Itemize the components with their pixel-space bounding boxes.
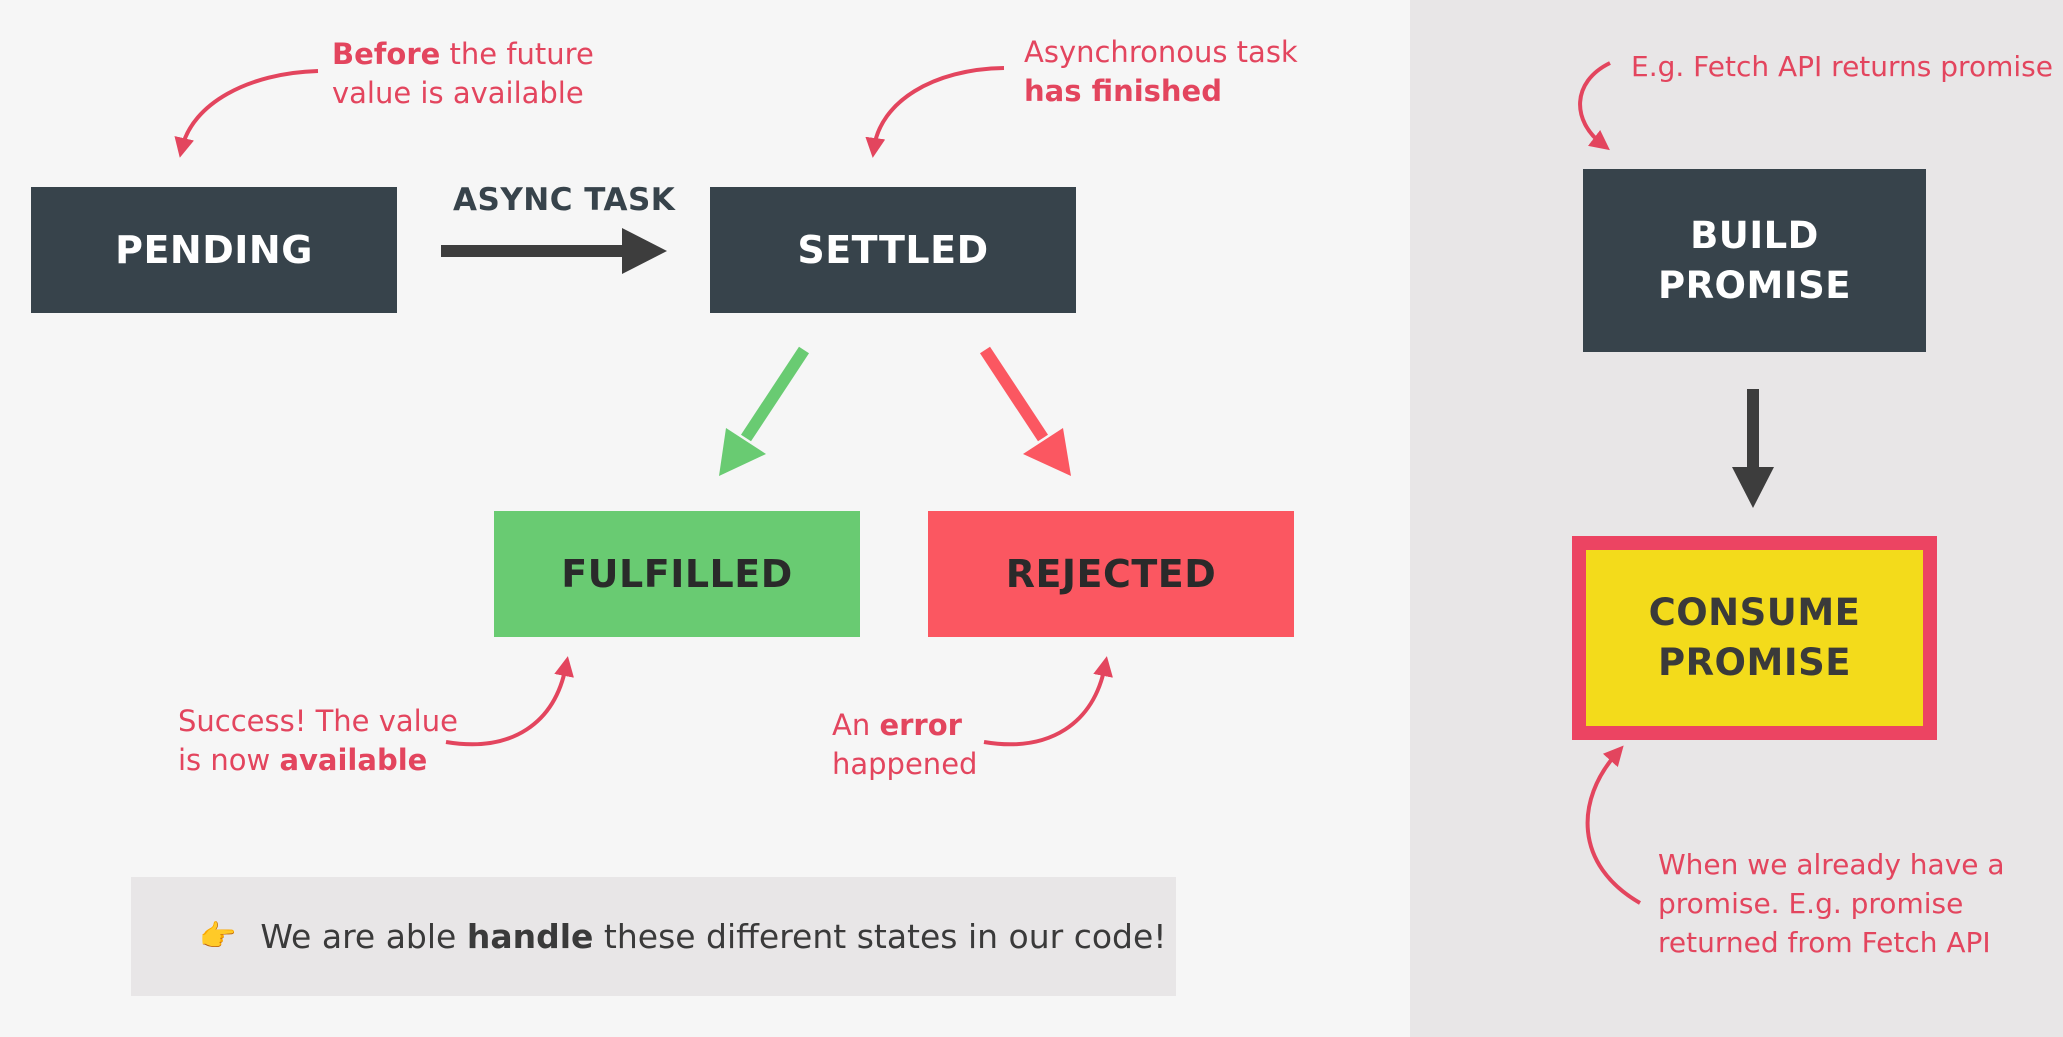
fulfilled-label: FULFILLED — [561, 552, 793, 596]
rejected-note-pre: An — [832, 708, 880, 742]
callout-pre: We are able — [260, 917, 467, 956]
build-promise-box: BUILD PROMISE — [1583, 169, 1926, 352]
consume-note-arrow — [1585, 745, 1641, 905]
settled-note-arrow — [865, 66, 1005, 158]
pointing-hand-icon: 👉 — [199, 920, 237, 953]
settled-note-line1: Asynchronous task — [1024, 35, 1298, 69]
pending-note: Before the future value is available — [332, 35, 594, 113]
pending-note-bold: Before — [332, 37, 441, 71]
pending-box: PENDING — [31, 187, 397, 313]
build-consume-arrow — [1732, 389, 1774, 508]
settled-note: Asynchronous task has finished — [1024, 33, 1298, 111]
fulfilled-arrow — [719, 346, 810, 476]
build-note-arrow — [1578, 61, 1611, 151]
rejected-note-line2: happened — [832, 747, 978, 781]
pending-note-line2: value is available — [332, 76, 584, 110]
fulfilled-box: FULFILLED — [494, 511, 860, 637]
fulfilled-note-line1: Success! The value — [178, 704, 458, 738]
callout-box: 👉 We are able handle these different sta… — [131, 877, 1176, 996]
consume-note-line2: promise. E.g. promise — [1658, 887, 1964, 920]
rejected-note-arrow — [983, 656, 1113, 747]
fulfilled-note-pre: is now — [178, 743, 280, 777]
build-line-2: PROMISE — [1657, 263, 1852, 307]
pending-label: PENDING — [115, 228, 313, 272]
rejected-note: An error happened — [832, 706, 977, 784]
rejected-box: REJECTED — [928, 511, 1294, 637]
consume-promise-box: CONSUME PROMISE — [1572, 536, 1937, 740]
settled-note-bold: has finished — [1024, 74, 1222, 108]
consume-note: When we already have a promise. E.g. pro… — [1658, 845, 2005, 962]
rejected-note-bold: error — [879, 708, 962, 742]
pending-note-rest: the future — [440, 37, 594, 71]
pending-note-arrow — [174, 69, 319, 158]
settled-label: SETTLED — [797, 228, 989, 272]
fulfilled-note: Success! The value is now available — [178, 702, 458, 780]
rejected-arrow — [979, 346, 1071, 476]
callout-text: We are able handle these different state… — [260, 917, 1166, 956]
build-line-1: BUILD — [1690, 213, 1819, 257]
consume-line-2: PROMISE — [1657, 641, 1852, 684]
build-note-text: E.g. Fetch API returns promise — [1631, 50, 2053, 83]
async-task-label: ASYNC TASK — [453, 182, 676, 218]
consume-note-line3: returned from Fetch API — [1658, 926, 1991, 959]
fulfilled-note-bold: available — [279, 743, 428, 777]
consume-note-line1: When we already have a — [1658, 848, 2005, 881]
fulfilled-note-arrow — [445, 656, 574, 747]
settled-box: SETTLED — [710, 187, 1076, 313]
consume-line-1: CONSUME — [1648, 591, 1861, 635]
build-note: E.g. Fetch API returns promise — [1631, 47, 2053, 86]
async-arrow — [441, 228, 667, 274]
rejected-label: REJECTED — [1005, 552, 1217, 596]
callout-post: these different states in our code! — [593, 917, 1167, 956]
callout-bold: handle — [466, 917, 594, 956]
